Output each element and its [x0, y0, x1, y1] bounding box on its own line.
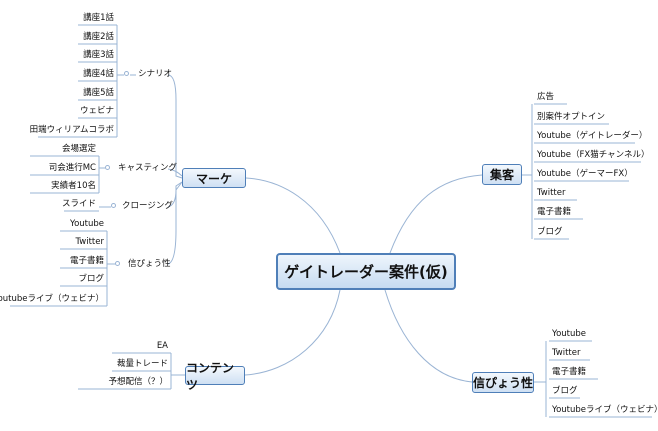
topic-marke[interactable]: マーケ	[182, 168, 246, 188]
scenario-leaf[interactable]: 講座2話	[83, 32, 114, 42]
shukyaku-leaf[interactable]: Youtube（ゲーマーFX）	[537, 169, 633, 179]
collapse-dot-scenario[interactable]	[124, 71, 129, 76]
shinpyo-leaf[interactable]: Youtubeライブ（ウェビナ）	[552, 405, 658, 415]
shukyaku-leaf[interactable]: Youtube（FX猫チャンネル）	[537, 150, 650, 160]
shukyaku-leaf[interactable]: ブログ	[537, 227, 563, 237]
subtopic-trust[interactable]: 信ぴょう性	[128, 258, 171, 270]
shinpyo-leaf[interactable]: 電子書籍	[552, 367, 587, 377]
casting-leaf[interactable]: 会場選定	[61, 144, 96, 154]
shukyaku-leaf[interactable]: 電子書籍	[537, 207, 572, 217]
collapse-dot-casting[interactable]	[105, 165, 110, 170]
subtopic-trust-label: 信ぴょう性	[128, 259, 171, 269]
shukyaku-leaf[interactable]: Twitter	[537, 188, 566, 198]
marke-scenario-link	[167, 74, 183, 179]
closing-leaf[interactable]: スライド	[61, 199, 96, 209]
shukyaku-leaf[interactable]: 広告	[537, 92, 555, 102]
scenario-leaf[interactable]: 講座3話	[83, 50, 114, 60]
collapse-dot-trust[interactable]	[115, 261, 120, 266]
shukyaku-leaf[interactable]: Youtube（ゲイトレーダー）	[537, 131, 648, 141]
topic-shinpyo-label: 信ぴょう性	[473, 376, 534, 390]
contents-leaf[interactable]: 裁量トレード	[116, 359, 168, 369]
trust-leaf[interactable]: 電子書籍	[69, 256, 104, 266]
central-to-shukyaku	[389, 174, 483, 254]
casting-leaf[interactable]: 司会進行MC	[48, 163, 96, 173]
central-to-shinpyo	[384, 289, 473, 383]
shinpyo-leaf[interactable]: Twitter	[552, 348, 581, 358]
topic-shinpyo[interactable]: 信ぴょう性	[472, 372, 534, 393]
shukyaku-leaf[interactable]: 別案件オプトイン	[537, 112, 606, 122]
trust-leaf[interactable]: Youtubeライブ（ウェビナ）	[0, 294, 104, 304]
contents-leaf[interactable]: 予想配信（？）	[108, 377, 168, 387]
central-topic-label: ゲイトレーダー案件(仮)	[284, 263, 448, 281]
subtopic-scenario-label: シナリオ	[138, 69, 173, 79]
marke-casting-link	[167, 168, 183, 177]
central-to-marke	[245, 177, 341, 254]
subtopic-closing-label: クロージング	[122, 201, 173, 211]
topic-shukyaku[interactable]: 集客	[482, 164, 522, 185]
trust-leaf[interactable]: Youtube	[70, 219, 104, 229]
topic-contents[interactable]: コンテンツ	[185, 361, 245, 392]
scenario-leaf[interactable]: 講座4話	[83, 69, 114, 79]
topic-contents-label: コンテンツ	[186, 360, 235, 392]
subtopic-casting-label: キャスティング	[118, 163, 177, 173]
subtopic-scenario[interactable]: シナリオ	[138, 68, 172, 80]
topic-marke-label: マーケ	[195, 171, 232, 186]
scenario-leaf[interactable]: 田端ウィリアムコラボ	[29, 125, 114, 135]
collapse-dot-closing[interactable]	[111, 203, 116, 208]
shinpyo-leaf[interactable]: Youtube	[552, 329, 586, 339]
casting-leaf[interactable]: 実績者10名	[51, 181, 96, 191]
scenario-leaf[interactable]: 講座1話	[83, 13, 114, 23]
subtopic-casting[interactable]: キャスティング	[118, 162, 177, 174]
contents-leaf[interactable]: EA	[156, 341, 168, 351]
central-topic[interactable]: ゲイトレーダー案件(仮)	[276, 253, 456, 290]
scenario-leaf[interactable]: ウェビナ	[79, 106, 114, 116]
trust-leaf[interactable]: ブログ	[78, 274, 104, 284]
topic-shukyaku-label: 集客	[489, 168, 514, 182]
shinpyo-leaf[interactable]: ブログ	[552, 386, 578, 396]
central-to-contents	[244, 289, 341, 376]
marke-trust-link	[167, 181, 183, 265]
subtopic-closing[interactable]: クロージング	[122, 200, 173, 212]
trust-leaf[interactable]: Twitter	[75, 237, 105, 247]
scenario-leaf[interactable]: 講座5話	[83, 88, 114, 98]
